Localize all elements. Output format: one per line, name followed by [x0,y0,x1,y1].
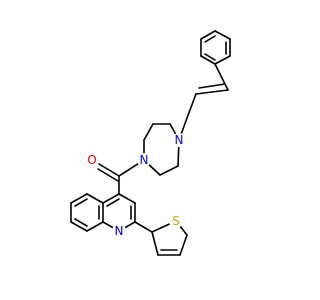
bonds [70,30,231,256]
bond [151,231,159,256]
bond [102,193,120,204]
atom-labels: O N N N S [85,133,186,238]
atom-N-quinoline: N [112,224,126,238]
atom-O: O [85,153,99,167]
oxygen-label: O [87,153,96,167]
atom-N-top: N [172,133,186,147]
bond [204,53,216,61]
molecule-structure: O N N N S [70,30,231,256]
bond [74,218,88,227]
bond [97,168,119,182]
bond [74,198,88,207]
bond [179,234,188,256]
atom-N-bottom: N [137,153,151,167]
bond [200,55,216,65]
bond [143,123,154,141]
bond [86,193,104,204]
nitrogen-label: N [140,153,149,167]
atom-S: S [169,214,183,228]
bond [195,89,229,95]
bond [200,30,216,40]
bond [98,163,120,177]
bond [106,198,120,207]
bond [186,93,197,119]
bond [214,55,231,65]
bond [70,193,88,204]
bond [159,165,179,176]
bond [70,221,88,232]
bond [214,63,229,91]
bond [134,221,153,233]
nitrogen-label: N [175,133,184,147]
bond [86,221,104,232]
bond [118,193,136,204]
sulfur-label: S [172,214,180,228]
bond [214,30,231,40]
bond [204,35,216,43]
nitrogen-label: N [115,224,124,238]
bond [198,83,226,89]
